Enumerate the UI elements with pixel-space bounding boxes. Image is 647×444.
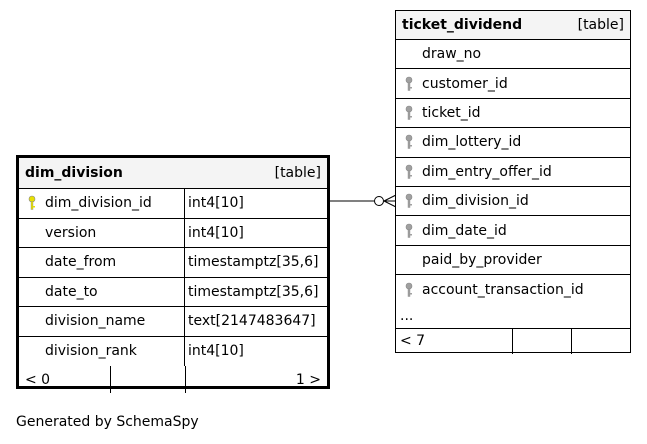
key-spacer: [19, 278, 45, 307]
table-kind: [table]: [577, 17, 624, 33]
column-row[interactable]: date_from timestamptz[35,6]: [19, 248, 327, 278]
column-name: division_name: [45, 313, 146, 330]
column-name: dim_division_id: [45, 195, 152, 212]
zero-optional-marker: [374, 196, 384, 206]
key-spacer: [19, 219, 45, 248]
column-row[interactable]: date_to timestamptz[35,6]: [19, 277, 327, 307]
footer-spacer: [110, 366, 185, 393]
more-columns-row: ...: [396, 305, 630, 329]
generated-by-caption: Generated by SchemaSpy: [16, 414, 199, 430]
column-row[interactable]: dim_division_id: [396, 187, 630, 217]
column-row[interactable]: dim_entry_offer_id: [396, 158, 630, 187]
crow-foot-marker: [383, 194, 397, 202]
column-name: account_transaction_id: [422, 281, 584, 298]
column-name: dim_lottery_id: [422, 134, 522, 151]
key-spacer: [19, 248, 45, 277]
key-spacer: [396, 246, 422, 274]
foreign-key-icon: [396, 99, 422, 127]
footer-spacer: [571, 328, 630, 354]
column-row[interactable]: ticket_id: [396, 99, 630, 129]
column-name: date_from: [45, 254, 117, 271]
column-type: timestamptz[35,6]: [184, 248, 327, 277]
column-type: text[2147483647]: [184, 307, 327, 336]
parents-count: < 7: [400, 333, 426, 350]
key-spacer: [396, 40, 422, 68]
column-name: date_to: [45, 283, 98, 300]
footer-spacer: [512, 328, 571, 354]
table-header: dim_division [table]: [19, 158, 327, 189]
column-row[interactable]: dim_lottery_id: [396, 128, 630, 158]
column-name: division_rank: [45, 343, 137, 360]
column-name: draw_no: [422, 46, 482, 63]
foreign-key-icon: [396, 187, 422, 215]
column-name: customer_id: [422, 75, 508, 92]
column-name: dim_date_id: [422, 222, 507, 239]
table-name: ticket_dividend: [402, 17, 523, 33]
column-row[interactable]: draw_no: [396, 40, 630, 70]
column-type: int4[10]: [184, 189, 327, 218]
column-name: paid_by_provider: [422, 251, 542, 268]
column-type: int4[10]: [184, 336, 327, 366]
foreign-key-icon: [396, 69, 422, 97]
foreign-key-icon: [396, 158, 422, 186]
parents-count: < 0: [25, 371, 51, 388]
column-row[interactable]: account_transaction_id: [396, 275, 630, 304]
column-row[interactable]: version int4[10]: [19, 218, 327, 248]
table-footer: < 0 1 >: [19, 366, 327, 393]
table-name: dim_division: [25, 165, 123, 181]
column-type: timestamptz[35,6]: [184, 277, 327, 306]
column-name: dim_entry_offer_id: [422, 163, 552, 180]
column-row[interactable]: division_name text[2147483647]: [19, 307, 327, 337]
primary-key-icon: [19, 189, 45, 218]
foreign-key-icon: [396, 128, 422, 156]
foreign-key-icon: [396, 275, 422, 304]
column-row[interactable]: customer_id: [396, 69, 630, 99]
table-footer: < 7: [396, 328, 630, 354]
more-columns: ...: [400, 308, 414, 325]
dim-division-table[interactable]: dim_division [table] dim_division_id int4…: [16, 155, 330, 393]
ticket-dividend-table[interactable]: ticket_dividend [table] draw_no customer_…: [395, 10, 631, 354]
column-type: int4[10]: [184, 218, 327, 247]
column-name: dim_division_id: [422, 193, 529, 210]
table-header: ticket_dividend [table]: [396, 11, 630, 40]
column-row[interactable]: dim_date_id: [396, 216, 630, 246]
table-kind: [table]: [274, 165, 321, 181]
key-spacer: [19, 337, 45, 367]
column-row[interactable]: paid_by_provider: [396, 246, 630, 276]
children-count: 1 >: [185, 366, 327, 393]
column-row[interactable]: division_rank int4[10]: [19, 336, 327, 367]
column-row[interactable]: dim_division_id int4[10]: [19, 189, 327, 219]
key-spacer: [19, 307, 45, 336]
column-name: ticket_id: [422, 104, 481, 121]
foreign-key-icon: [396, 216, 422, 244]
column-name: version: [45, 224, 97, 241]
